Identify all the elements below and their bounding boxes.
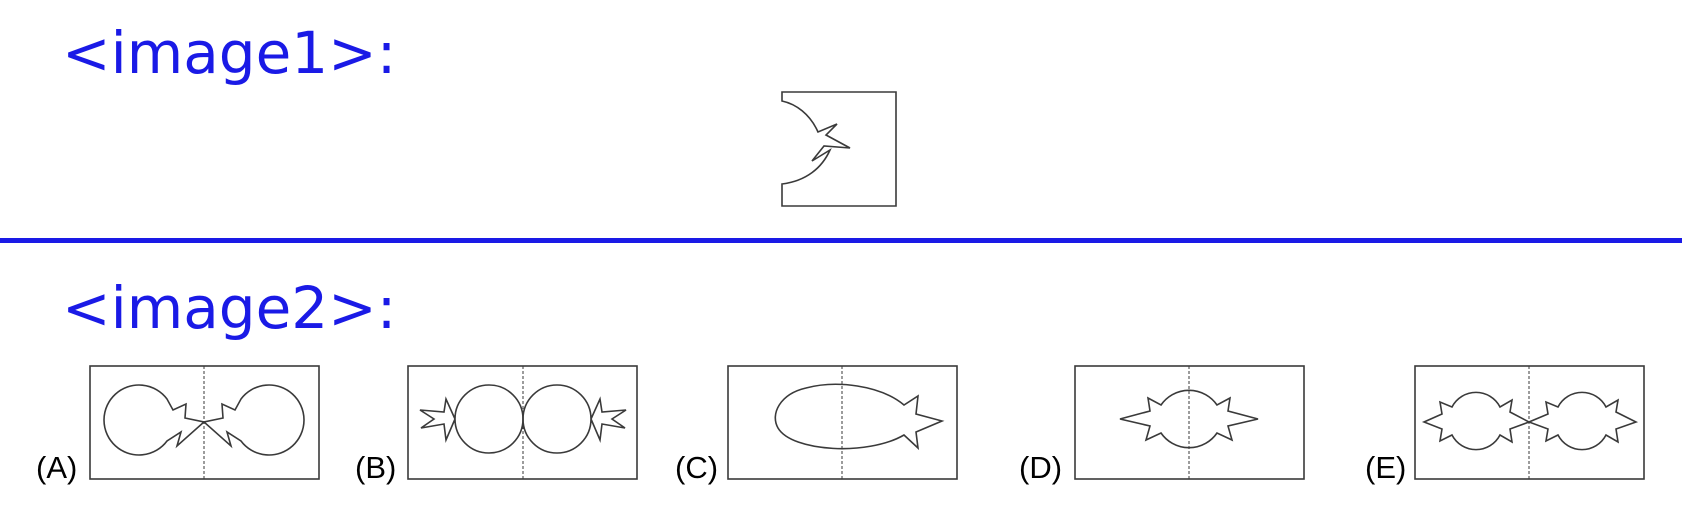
option-c-figure bbox=[727, 365, 958, 480]
option-e-figure bbox=[1414, 365, 1645, 480]
section-divider bbox=[0, 238, 1682, 243]
option-a-figure bbox=[89, 365, 320, 480]
image1-header: <image1>: bbox=[62, 19, 397, 87]
option-b-right-shape bbox=[522, 384, 627, 454]
option-b-figure bbox=[407, 365, 638, 480]
image2-header: <image2>: bbox=[62, 274, 397, 342]
folded-paper-outline bbox=[781, 91, 897, 207]
folded-paper-figure bbox=[781, 91, 897, 207]
option-d-shape bbox=[1119, 389, 1259, 449]
option-e-left-shape bbox=[1421, 391, 1531, 451]
option-a-right-shape bbox=[202, 384, 305, 456]
option-e-right-shape bbox=[1526, 391, 1639, 451]
option-d-label: (D) bbox=[1019, 450, 1063, 485]
option-a-label: (A) bbox=[36, 450, 78, 485]
option-a-left-shape bbox=[103, 384, 206, 456]
option-c-shape bbox=[774, 383, 945, 451]
option-e-label: (E) bbox=[1365, 450, 1407, 485]
option-d-figure bbox=[1074, 365, 1305, 480]
option-c-label: (C) bbox=[675, 450, 719, 485]
option-b-left-shape bbox=[419, 384, 524, 454]
option-b-label: (B) bbox=[355, 450, 397, 485]
